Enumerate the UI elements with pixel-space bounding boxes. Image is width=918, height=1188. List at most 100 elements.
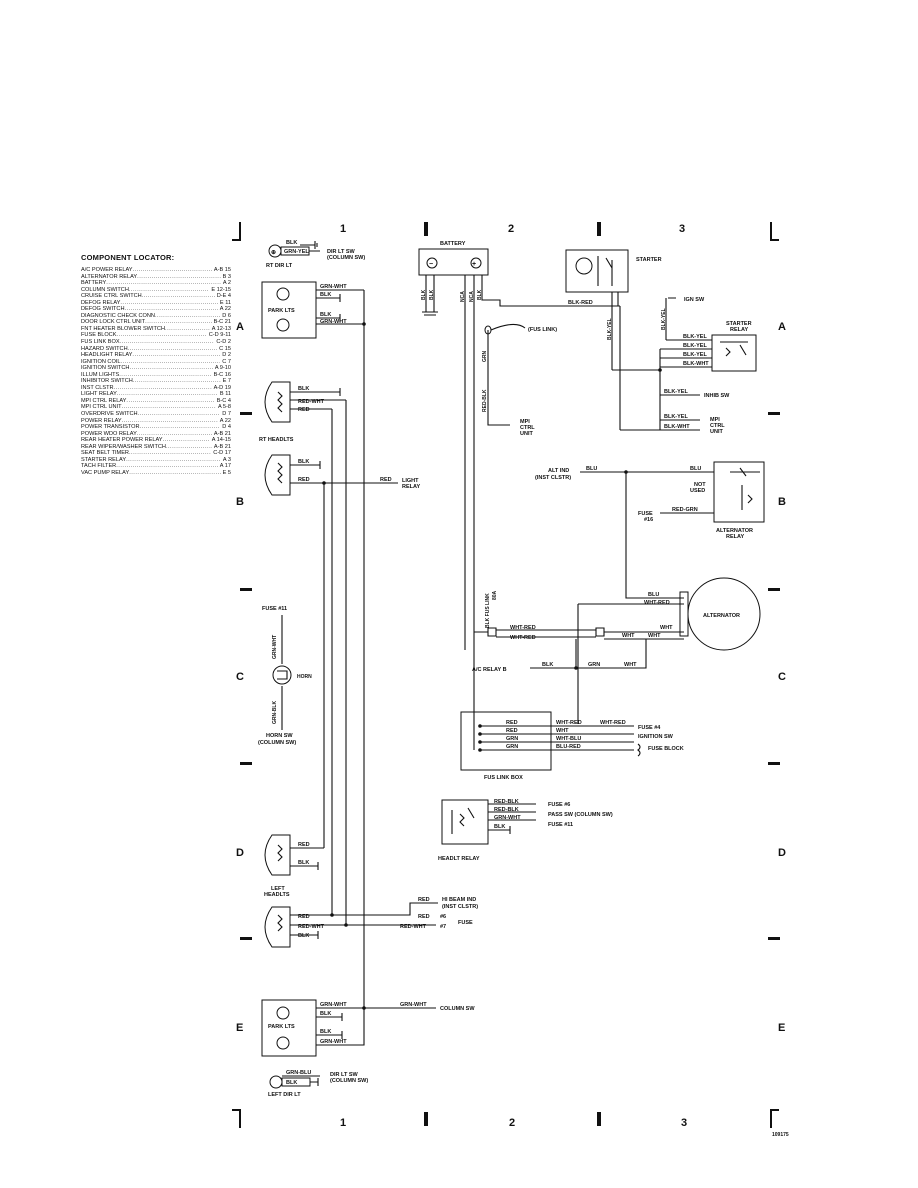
wire-wht-red: WHT-RED: [600, 720, 626, 726]
horn-label: HORN: [297, 674, 312, 680]
alternator-label: ALTERNATOR: [703, 613, 740, 619]
locator-item-name: POWER TRANSISTOR: [81, 424, 140, 431]
locator-item-ref: B-C 16: [213, 371, 231, 378]
row-label-left-b: B: [236, 496, 244, 508]
wire-red: RED: [418, 897, 430, 903]
light-relay-label-2: RELAY: [402, 484, 420, 490]
wire-wht-red: WHT-RED: [644, 600, 670, 606]
locator-item-name: REAR WIPER/WASHER SWITCH: [81, 443, 166, 450]
starter-label: STARTER: [636, 257, 662, 263]
wire-blk-yel: BLK-YEL: [664, 389, 688, 395]
svg-text:+: +: [472, 261, 476, 268]
locator-item-ref: B 11: [219, 391, 231, 398]
battery: BATTERY − + BLK BLK NCA NCA BLK: [418, 241, 620, 330]
locator-item-ref: D 7: [222, 411, 231, 418]
nca-label: NCA: [469, 291, 475, 302]
locator-item-name: ALTERNATOR RELAY: [81, 273, 138, 280]
horn-sw-column-label: (COLUMN SW): [258, 740, 296, 746]
wire-wht: WHT: [660, 625, 673, 631]
locator-item-ref: A 14-15: [211, 437, 231, 444]
locator-item-ref: B 3: [222, 273, 231, 280]
locator-item-name: INST CLSTR: [81, 384, 114, 391]
locator-item-ref: C 15: [219, 345, 231, 352]
horn-sw-label: HORN SW: [266, 733, 293, 739]
col-label-top-3: 3: [679, 223, 685, 235]
locator-item-name: LIGHT RELAY: [81, 391, 117, 398]
locator-row: FUS LINK BOXC-D 2: [81, 339, 231, 346]
col-label-top-2: 2: [508, 223, 514, 235]
col-label-bottom-1: 1: [340, 1117, 346, 1129]
starter-relay-label-1: STARTER: [726, 321, 752, 327]
locator-item-ref: E 7: [222, 378, 231, 385]
blk-fus-link-label-2: 80A: [492, 590, 498, 600]
locator-item-name: ILLUM LIGHTS: [81, 371, 120, 378]
alternator-relay-label-2: RELAY: [726, 534, 744, 540]
wire-red: RED: [506, 720, 518, 726]
ac-relay-b-label: A/C RELAY B: [472, 667, 507, 673]
headlt-relay: RED-BLK RED-BLK GRN-WHT BLK FUSE #6 PASS…: [438, 799, 613, 862]
locator-row: SEAT BELT TIMERC-D 17: [81, 450, 231, 457]
wire-red-blk: RED-BLK: [494, 799, 519, 805]
fuse-7-label: #7: [440, 924, 446, 930]
locator-row: ILLUM LIGHTS B-C 16: [81, 372, 231, 379]
fuse-6-label: #6: [440, 914, 446, 920]
locator-title: COMPONENT LOCATOR:: [81, 253, 175, 262]
wire-red-wht: RED-WHT: [400, 924, 427, 930]
locator-item-ref: D 6: [222, 312, 231, 319]
row-label-left-d: D: [236, 847, 244, 859]
locator-item-ref: A-D 19: [213, 384, 231, 391]
wire-blk-yel: BLK-YEL: [683, 352, 707, 358]
locator-item-ref: A 12-13: [211, 325, 231, 332]
locator-row: OVERDRIVE SWITCHD 7: [81, 411, 231, 418]
wire-blk: BLK: [429, 289, 435, 300]
wire-grn-wht: GRN-WHT: [272, 635, 278, 659]
wire-red-grn: RED-GRN: [672, 507, 698, 513]
wire-blk: BLK: [320, 312, 331, 318]
park-lts-top: PARK LTS GRN-WHT BLK BLK GRN-WHT: [261, 281, 364, 339]
mpi-label-3: UNIT: [520, 431, 533, 437]
wire-blk: BLK: [477, 289, 483, 300]
row-label-right-d: D: [778, 847, 786, 859]
locator-row: INHIBITOR SWITCH E 7: [81, 378, 231, 385]
locator-item-name: FNT HEATER BLOWER SWITCH: [81, 325, 166, 332]
wire-blu: BLU: [586, 466, 597, 472]
locator-item-ref: E 12-15: [211, 286, 231, 293]
locator-item-ref: A 9-10: [214, 365, 231, 372]
wire-wht-red: WHT-RED: [510, 625, 536, 631]
locator-item-name: STARTER RELAY: [81, 456, 127, 463]
locator-item-name: COLUMN SWITCH: [81, 286, 129, 293]
battery-label: BATTERY: [440, 241, 466, 247]
locator-item-name: MPI CTRL UNIT: [81, 404, 122, 411]
locator-item-name: INHIBITOR SWITCH: [81, 378, 133, 385]
wire-grn-blk: GRN-BLK: [272, 701, 278, 724]
wire-blk-yel: BLK-YEL: [661, 308, 667, 330]
wire-grn: GRN: [482, 351, 488, 363]
pass-sw-label: PASS SW (COLUMN SW): [548, 812, 613, 818]
park-lts-label: PARK LTS: [268, 308, 295, 314]
col-label-bottom-2: 2: [509, 1117, 515, 1129]
locator-row: DEFOG RELAYE 11: [81, 300, 231, 307]
horn: FUSE #11 GRN-WHT GRN-BLK HORN HORN SW (C…: [258, 606, 312, 746]
wire-grn-wht: GRN-WHT: [320, 319, 347, 325]
locator-item-ref: A 17: [219, 463, 231, 470]
locator-item-ref: E 11: [219, 299, 231, 306]
rt-dir-lt-label: RT DIR LT: [266, 263, 293, 269]
wire-blk-wht: BLK-WHT: [683, 361, 709, 367]
wire-blk-yel: BLK-YEL: [664, 414, 688, 420]
dir-lt-sw-label: DIR LT SW: [327, 249, 356, 255]
wire-grn: GRN: [506, 744, 518, 750]
locator-item-name: VAC PUMP RELAY: [81, 469, 130, 476]
wire-grn-wht: GRN-WHT: [320, 1039, 347, 1045]
fuse-4-label: FUSE #4: [638, 725, 661, 731]
locator-item-name: A/C POWER RELAY: [81, 267, 133, 273]
rt-headlts-label: RT HEADLTS: [259, 437, 294, 443]
locator-row: COLUMN SWITCH E 12-15: [81, 287, 231, 294]
fus-link-label: (FUS LINK): [528, 327, 557, 333]
locator-item-name: DIAGNOSTIC CHECK CONN: [81, 312, 155, 319]
alt-ind-label: ALT IND: [548, 468, 569, 474]
